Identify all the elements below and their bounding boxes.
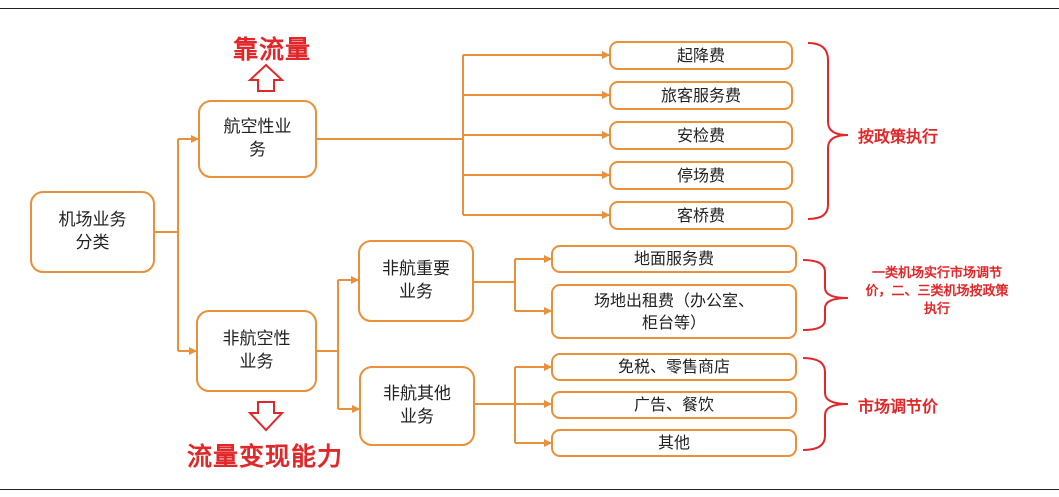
bottom-label: 流量变现能力: [186, 442, 343, 471]
other-item-2: 广告、餐饮: [551, 391, 797, 419]
top-rule: [0, 8, 1059, 9]
root-node: 机场业务分类: [30, 191, 155, 273]
important-node: 非航重要业务: [358, 240, 474, 322]
important-item-1: 地面服务费: [551, 245, 797, 273]
fee-box-2: 旅客服务费: [609, 81, 793, 110]
aviation-note: 按政策执行: [858, 127, 939, 146]
fee-box-4: 停场费: [609, 161, 793, 190]
bracket-aviation: [807, 42, 849, 220]
top-label: 靠流量: [232, 35, 311, 64]
other-item-1: 免税、零售商店: [551, 353, 797, 381]
important-note: 一类机场实行市场调节价，二、三类机场按政策执行: [865, 266, 1009, 318]
aviation-node: 航空性业务: [198, 100, 317, 178]
bottom-rule: [0, 489, 1059, 490]
other-note: 市场调节价: [858, 397, 939, 416]
fee-box-1: 起降费: [609, 41, 793, 70]
hollow-up-arrow-icon: [247, 63, 285, 92]
bracket-important: [802, 259, 849, 331]
bracket-other: [802, 357, 849, 451]
important-item-2: 场地出租费（办公室、柜台等）: [551, 284, 797, 339]
fee-box-5: 客桥费: [609, 201, 793, 230]
fee-box-3: 安检费: [609, 121, 793, 150]
non-aviation-node: 非航空性业务: [196, 310, 317, 392]
other-item-3: 其他: [551, 429, 797, 457]
hollow-down-arrow-icon: [247, 401, 285, 432]
other-node: 非航其他业务: [359, 366, 475, 446]
